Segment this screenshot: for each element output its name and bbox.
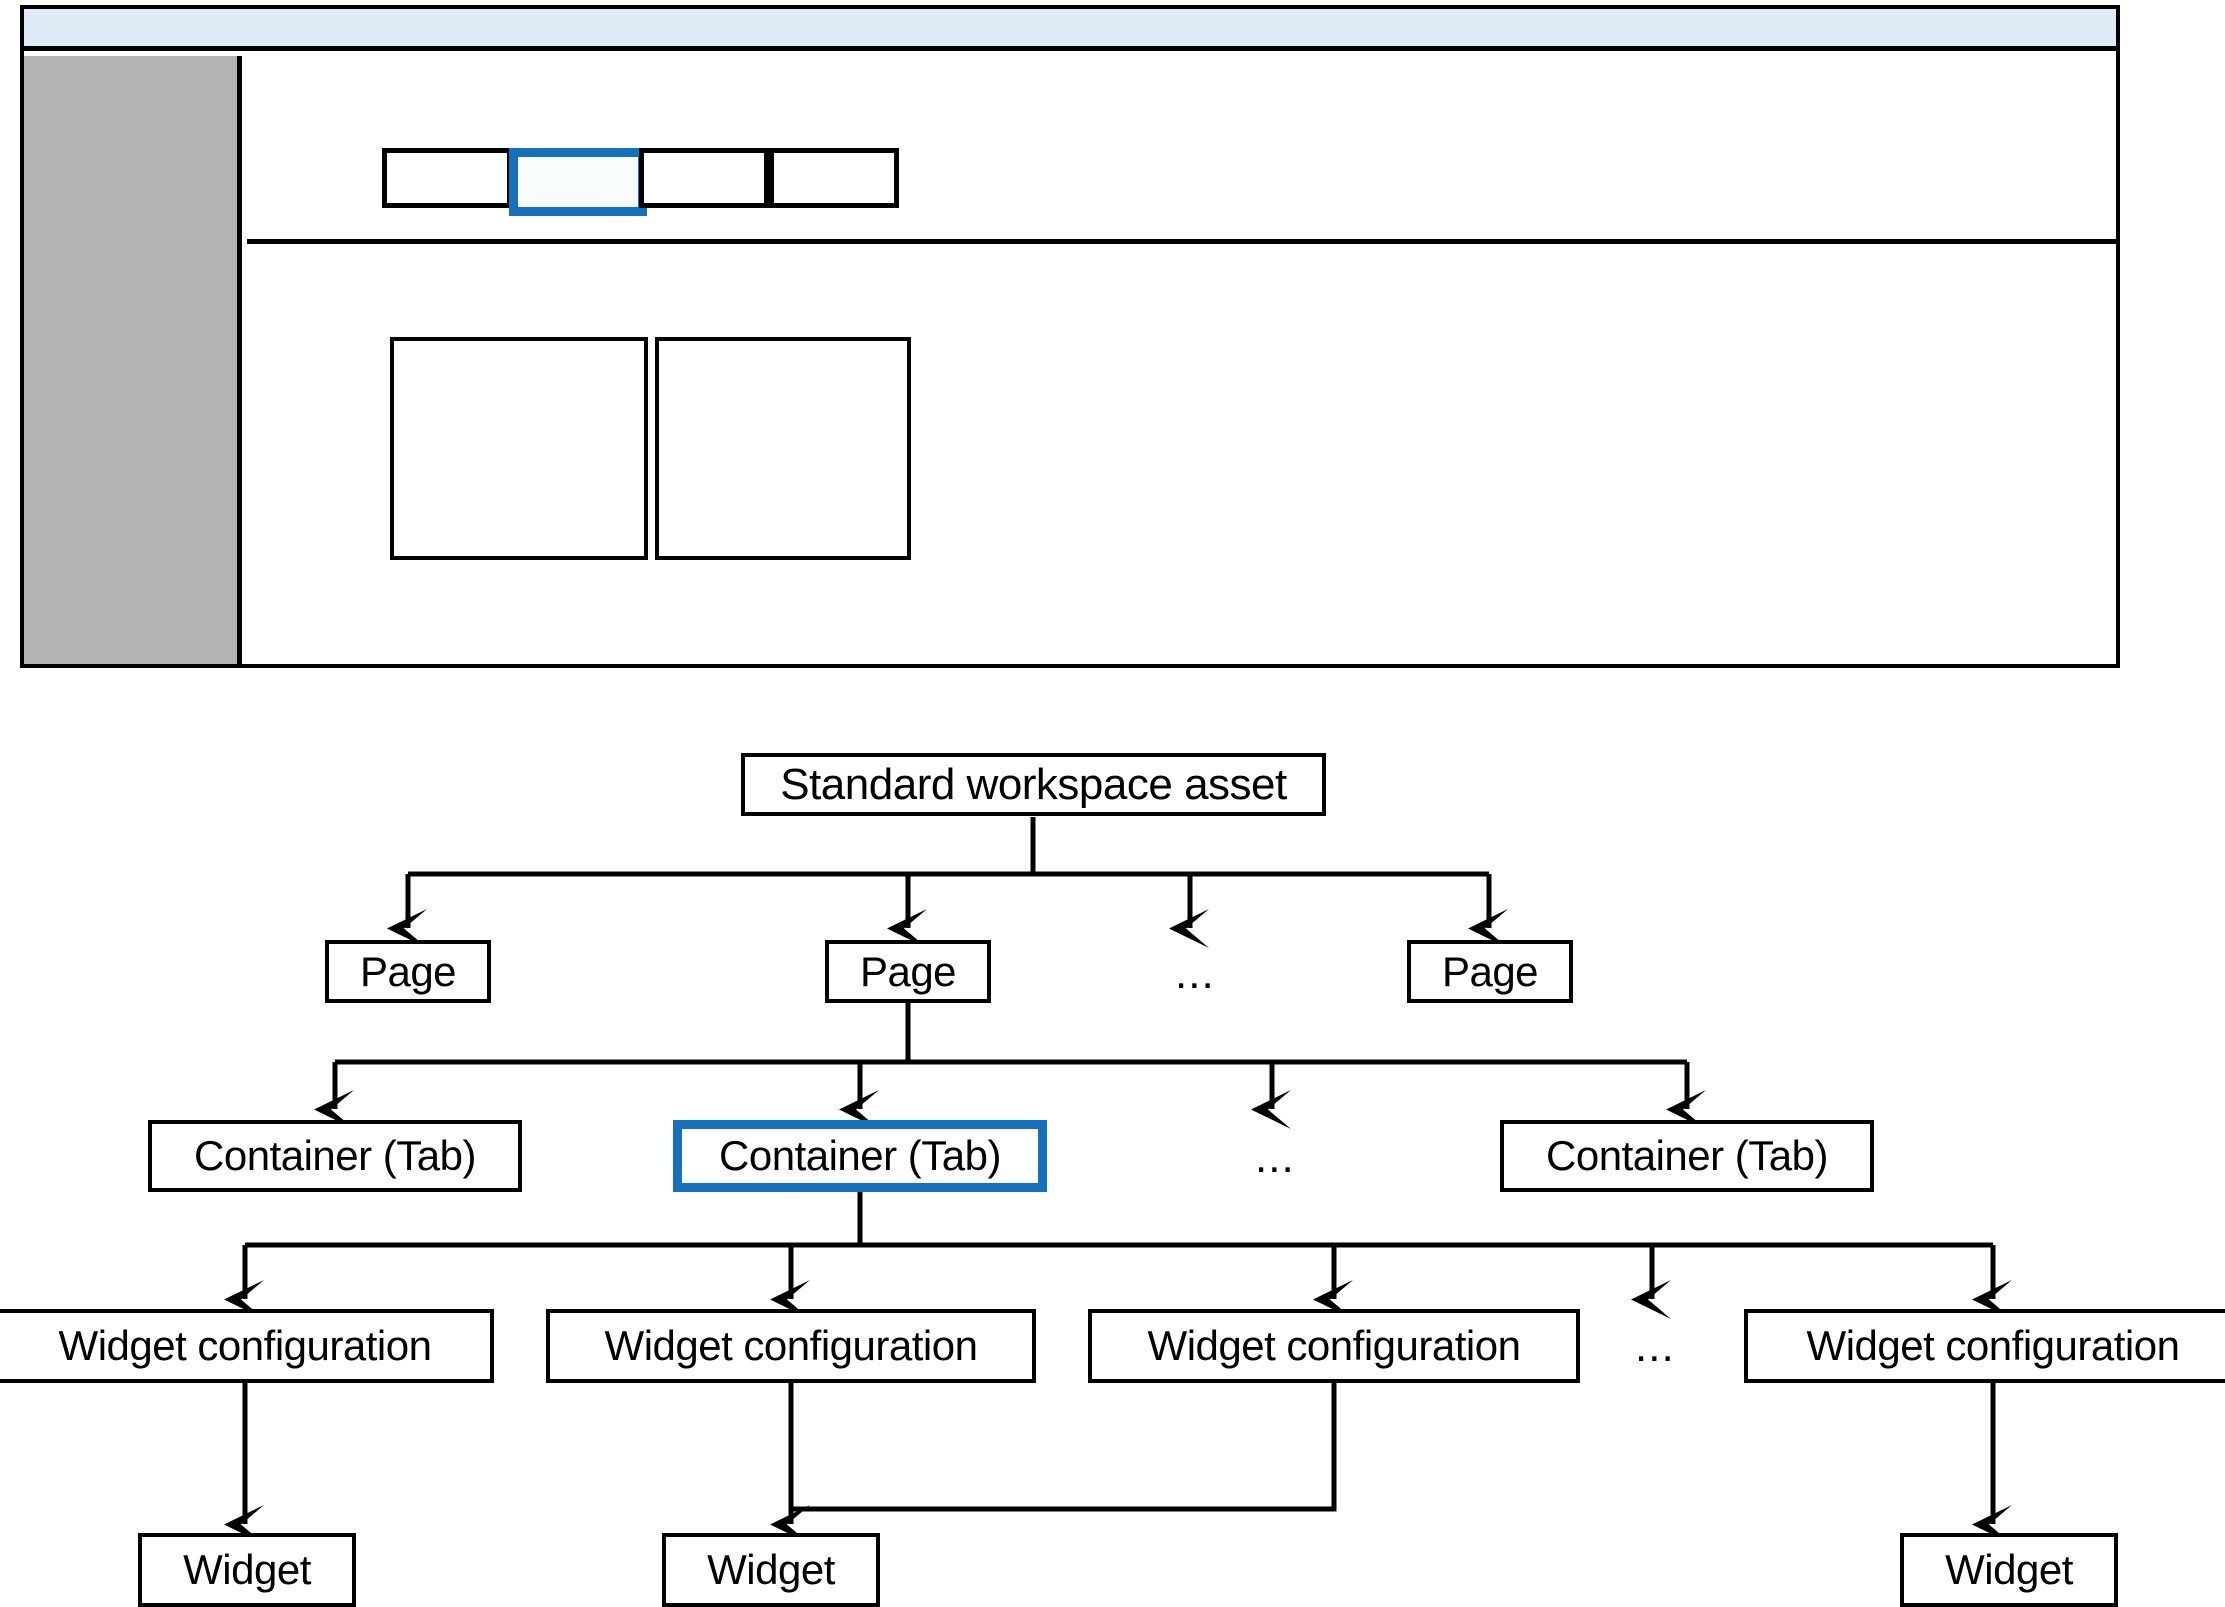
tree-node-container-tab-3: Container (Tab) [1500,1120,1874,1192]
mockup-sidebar[interactable] [24,56,242,664]
tree-node-label: Widget configuration [604,1322,978,1369]
tree-node-label: Widget configuration [1806,1322,2180,1369]
tree-node-label: Widget [183,1546,311,1593]
tree-node-widget-configuration-4: Widget configuration [1744,1309,2225,1383]
tree-node-widget-2: Widget [662,1533,880,1607]
tree-node-label: Widget configuration [1147,1322,1521,1369]
mockup-tab-1[interactable] [382,148,512,208]
mockup-tab-2-selected[interactable] [509,148,647,216]
tree-ellipsis-pages: ... [1175,949,1215,998]
tree-node-label: Widget [1945,1546,2073,1593]
tree-node-standard-workspace-asset: Standard workspace asset [741,753,1326,816]
tree-node-label: Page [859,947,957,995]
mockup-header-bar [24,9,2116,51]
tree-node-widget-configuration-3: Widget configuration [1088,1309,1580,1383]
mockup-tab-bar [247,56,2116,244]
tree-node-label: Container (Tab) [194,1132,476,1179]
workspace-ui-mockup [20,5,2120,668]
tree-node-page-3: Page [1407,940,1573,1003]
tree-node-page-1: Page [325,940,491,1003]
tree-node-page-2: Page [825,940,991,1003]
tree-node-widget-3: Widget [1900,1533,2118,1607]
mockup-tab-4[interactable] [769,148,899,208]
tree-node-widget-configuration-1: Widget configuration [0,1309,494,1383]
tree-ellipsis-widget-configurations: ... [1635,1322,1675,1371]
mockup-tab-3[interactable] [639,148,769,208]
tree-node-label: Container (Tab) [719,1132,1001,1179]
tree-node-label: Page [359,947,457,995]
mockup-body [247,56,2116,664]
tree-node-label: Standard workspace asset [780,759,1287,809]
tree-node-widget-configuration-2: Widget configuration [546,1309,1036,1383]
mockup-widget-1[interactable] [390,337,648,560]
tree-ellipsis-containers: ... [1255,1133,1295,1182]
mockup-widget-2[interactable] [655,337,911,560]
tree-node-container-tab-1: Container (Tab) [148,1120,522,1192]
tree-node-widget-1: Widget [138,1533,356,1607]
tree-node-label: Widget configuration [58,1322,432,1369]
mockup-content-area [247,249,2116,664]
tree-node-container-tab-2-highlighted: Container (Tab) [673,1120,1047,1192]
tree-node-label: Widget [707,1546,835,1593]
tree-node-label: Page [1441,947,1539,995]
tree-node-label: Container (Tab) [1546,1132,1828,1179]
